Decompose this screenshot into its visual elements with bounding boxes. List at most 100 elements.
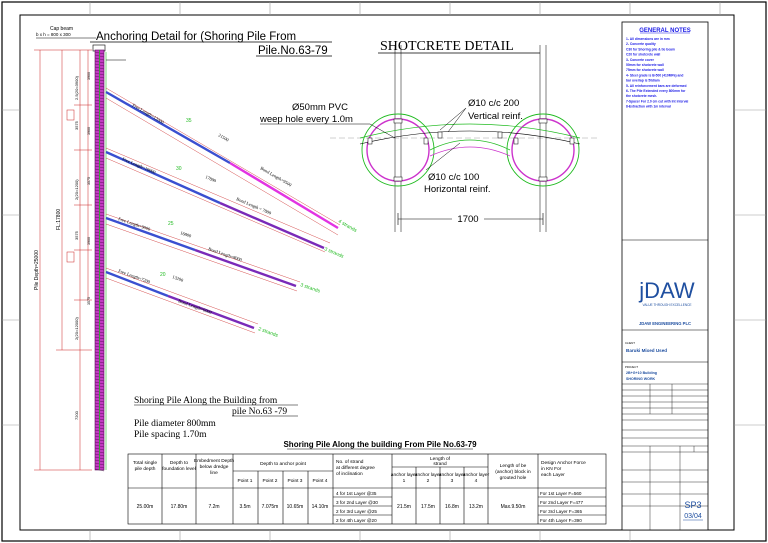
anchor-4-strands: 2 strands bbox=[257, 326, 279, 339]
td-point-2: 7.075m bbox=[262, 504, 279, 510]
elevation-title-line1: Anchoring Detail for (Shoring Pile From bbox=[96, 31, 296, 43]
company-name: JDAW ENGINEERING PLC bbox=[639, 321, 691, 326]
inner-border bbox=[19, 14, 735, 531]
pile-section-left bbox=[361, 113, 435, 187]
caption-title-2: pile No.63 -79 bbox=[232, 407, 287, 417]
th-point-1: Point 1 bbox=[238, 478, 253, 484]
td-force-2: For 2nd Layer F=477 bbox=[540, 500, 583, 505]
general-note-11: 6- The Pile Extended every 800mm for bbox=[626, 89, 686, 93]
side-label-4: 3900 bbox=[87, 237, 91, 245]
side-label-5: 3575 bbox=[87, 297, 91, 305]
anchor-3-strands: 3 strands bbox=[299, 282, 321, 295]
sheet-number: SP3 bbox=[684, 500, 701, 510]
td-length-3: 16.8m bbox=[445, 504, 459, 510]
title-block-grid bbox=[622, 383, 708, 530]
th-point-4: Point 4 bbox=[313, 478, 328, 484]
td-strand-2: 3 for 2nd Layer @30 bbox=[336, 500, 378, 505]
project-line2: SHORING WORK bbox=[626, 377, 656, 381]
td-length-4: 13.2m bbox=[469, 504, 483, 510]
angle-20: 20 bbox=[160, 272, 166, 278]
side-label-1: 3900 bbox=[87, 72, 91, 80]
vert-reinf-line2: Vertical reinf. bbox=[468, 111, 523, 122]
td-found: 17.80m bbox=[171, 504, 188, 510]
general-notes: 1- All dimensions are in mm2- Concrete q… bbox=[626, 37, 688, 109]
th-anchor-group: Depth to anchor point bbox=[260, 461, 307, 467]
angle-25: 25 bbox=[168, 221, 174, 227]
elevation-title-line2: Pile.No.63-79 bbox=[258, 45, 328, 57]
pile-cage-left bbox=[366, 118, 430, 182]
anchor-4: Free Length=7200 Bond Length=6000 13200 … bbox=[105, 267, 279, 339]
project-label: PROJECT bbox=[625, 365, 638, 369]
anchor-1-strands: 4 strands bbox=[337, 219, 358, 235]
cap-beam-label: Cap beam bbox=[50, 26, 73, 32]
dim-6: 7200 bbox=[74, 410, 79, 420]
td-strand-1: 4 for 1st Layer @35 bbox=[336, 491, 377, 496]
anchor-2: Free Length=10000 Bond Length = 7800 178… bbox=[105, 147, 345, 260]
general-note-3: C30 for Shoring pile & tie beam bbox=[626, 47, 675, 51]
notes-title: GENERAL NOTES bbox=[639, 28, 691, 34]
td-force-4: For 4th Layer F=390 bbox=[540, 518, 582, 523]
pile-cage-right bbox=[511, 118, 575, 182]
cap-beam-size: b x h = 800 x 300 bbox=[36, 32, 71, 37]
td-force-3: For 3rd Layer F=365 bbox=[540, 509, 582, 514]
th-point-2: Point 2 bbox=[263, 478, 278, 484]
angle-marks: 35 30 25 20 bbox=[160, 118, 192, 278]
general-note-12: the shotcrete mesh. bbox=[626, 94, 657, 98]
td-point-3: 10.65m bbox=[287, 504, 304, 510]
shotcrete-detail: SHOTCRETE DETAIL Ø50mm PVC weep hole eve… bbox=[259, 39, 600, 232]
vert-reinf-line1: Ø10 c/c 200 bbox=[468, 98, 519, 109]
pvc-line2: weep hole every 1.0m bbox=[259, 114, 353, 125]
horiz-reinf-line2: Horizontal reinf. bbox=[424, 184, 491, 195]
client-label: CLIENT bbox=[625, 341, 635, 345]
anchor-4-total: 13200 bbox=[172, 274, 185, 283]
general-note-8: 4- Steel grade is B-500 (410MPa) and bbox=[626, 73, 683, 77]
spacing-label: 1700 bbox=[457, 214, 478, 225]
company-logo: jDAW bbox=[638, 278, 695, 303]
td-strand-4: 2 for 4th Layer @20 bbox=[336, 518, 377, 523]
general-note-1: 1- All dimensions are in mm bbox=[626, 37, 670, 41]
td-block: Max.9.50m bbox=[501, 504, 526, 510]
table-title: Shoring Pile Along the building From Pil… bbox=[283, 440, 477, 449]
horiz-reinf-line1: Ø10 c/c 100 bbox=[428, 172, 479, 183]
general-note-4: C20 for shotcrete wall bbox=[626, 53, 660, 57]
general-note-5: 3- Concrete cover bbox=[626, 58, 655, 62]
project-line1: 2B+G+10 Building bbox=[626, 371, 657, 375]
anchor-1-free: Free Length=12000 bbox=[132, 103, 166, 126]
anchor-3-total: 16800 bbox=[180, 230, 193, 239]
angle-30: 30 bbox=[176, 166, 182, 172]
pile-section-right bbox=[506, 113, 580, 187]
dim-4: 3575 bbox=[74, 230, 79, 240]
general-note-10: 5- All reinforcement bars are deformed bbox=[626, 84, 687, 88]
dim-3: 2(20=1200) bbox=[74, 179, 79, 200]
td-length-2: 17.5m bbox=[421, 504, 435, 510]
general-note-14: 8-Extraction with 1m interval bbox=[626, 105, 671, 109]
general-note-7: 75mm for shotcrete wall bbox=[626, 68, 664, 72]
pile-depth-label: Pile Depth=25000 bbox=[34, 250, 40, 290]
title-block: GENERAL NOTES 1- All dimensions are in m… bbox=[621, 21, 709, 531]
td-embed: 7.2m bbox=[208, 504, 219, 510]
general-note-13: 7-Spacer For 2.0 cm cut with Int interva… bbox=[626, 99, 688, 103]
client-name: Baruki Mixed Used bbox=[626, 348, 667, 353]
general-note-6: 50mm for shotcrete wall bbox=[626, 63, 664, 67]
shotcrete-title: SHOTCRETE DETAIL bbox=[380, 39, 514, 54]
td-strand-3: 2 for 3rd Layer @25 bbox=[336, 509, 377, 514]
caption-spacing: Pile spacing 1.70m bbox=[134, 430, 207, 440]
pile-dimension-lines bbox=[34, 49, 92, 471]
anchor-2-strands: 3 strands bbox=[323, 246, 345, 260]
anchor-3: Free Length=9000 Bond Length=8000 16800 … bbox=[105, 213, 321, 295]
side-label-3: 3575 bbox=[87, 177, 91, 185]
logo-tagline: VALUE THROUGH EXCELLENCE bbox=[642, 303, 691, 307]
general-note-9: bar overlap is 50diam bbox=[626, 79, 660, 83]
